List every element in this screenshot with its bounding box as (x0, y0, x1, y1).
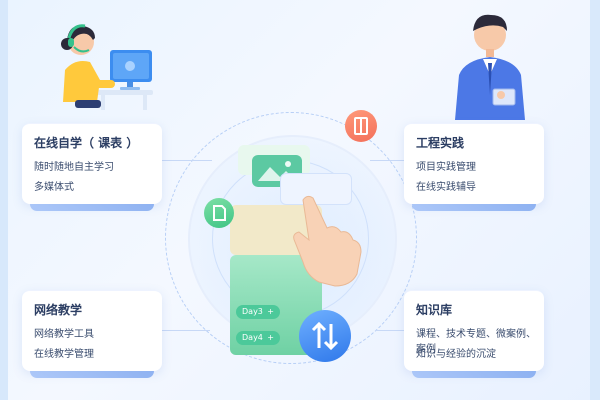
card-line: 在线教学管理 (34, 349, 94, 360)
hand-pointer-icon (293, 195, 362, 287)
card-accent-bar (30, 204, 154, 211)
info-tile (280, 173, 352, 205)
day-label: Day4 (242, 333, 263, 342)
card-title: 工程实践 (416, 136, 465, 150)
card-line: 随时随地自主学习 (34, 162, 114, 173)
card-line: 项目实践管理 (416, 162, 476, 173)
card-title: 网络教学 (34, 303, 83, 317)
online-study-card[interactable]: 在线自学（ 课表 ） 随时随地自主学习 多媒体式 (22, 123, 162, 211)
card-title: 知识库 (416, 303, 453, 317)
computer-monitor-icon (110, 50, 152, 90)
card-line: 知识与经验的沉淀 (416, 349, 496, 360)
plus-icon: + (267, 333, 274, 342)
left-edge-bar (0, 0, 8, 400)
day-label: Day3 (242, 307, 263, 316)
headset-person-icon (45, 10, 155, 110)
card-accent-bar (412, 371, 536, 378)
card-accent-bar (30, 371, 154, 378)
right-edge-bar (590, 0, 600, 400)
card-title: 在线自学（ 课表 ） (34, 136, 139, 150)
card-line: 在线实践辅导 (416, 182, 476, 193)
connector-line (370, 160, 406, 161)
network-teaching-card[interactable]: 网络教学 网络教学工具 在线教学管理 (22, 290, 162, 378)
connector-line (162, 160, 212, 161)
engineering-practice-card[interactable]: 工程实践 项目实践管理 在线实践辅导 (404, 123, 544, 211)
plus-icon: + (267, 307, 274, 316)
day3-pill: Day3 + (236, 305, 280, 319)
card-line: 多媒体式 (34, 182, 74, 193)
outer-orbit-ring (165, 112, 417, 364)
card-accent-bar (412, 204, 536, 211)
card-line: 课程、技术专题、微案例、案例 (416, 329, 536, 355)
businessman-icon (445, 5, 535, 120)
connector-line (375, 330, 405, 331)
connector-line (162, 330, 210, 331)
card-line: 网络教学工具 (34, 329, 94, 340)
notebook-icon (345, 110, 377, 142)
document-icon (204, 198, 234, 228)
day4-pill: Day4 + (236, 331, 280, 345)
knowledge-base-card[interactable]: 知识库 课程、技术专题、微案例、案例 知识与经验的沉淀 (404, 290, 544, 378)
sort-arrows-icon (299, 310, 351, 362)
